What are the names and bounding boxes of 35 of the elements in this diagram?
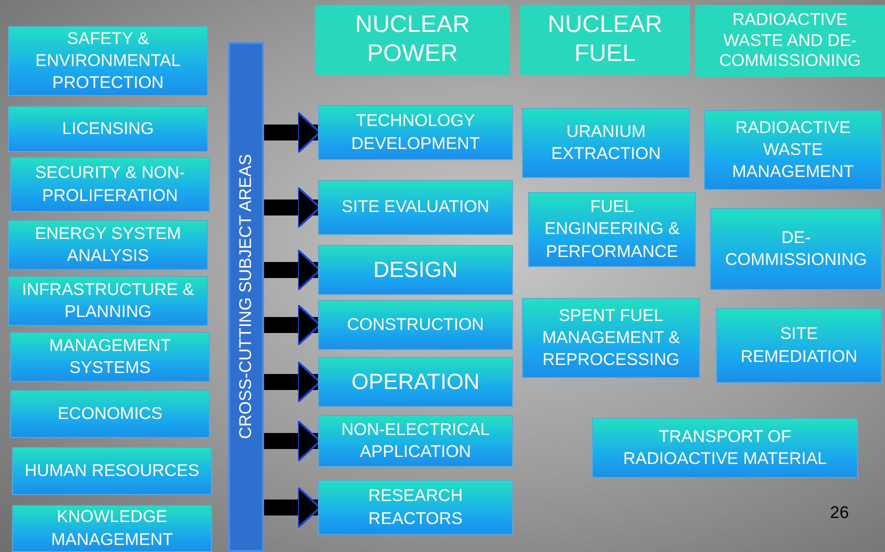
topic-box: SITE REMEDIATION (716, 308, 882, 383)
topic-box: ECONOMICS (10, 390, 210, 438)
topic-box: SPENT FUEL MANAGEMENT & REPROCESSING (522, 298, 700, 378)
block-arrow (264, 361, 321, 403)
vertical-bar: CROSS-CUTTING SUBJECT AREAS (228, 42, 264, 552)
topic-box: TRANSPORT OF RADIOACTIVE MATERIAL (592, 418, 858, 478)
column-header: NUCLEAR FUEL (520, 5, 690, 75)
topic-box: OPERATION (318, 357, 513, 407)
column-header: NUCLEAR POWER (315, 5, 510, 75)
topic-box: SAFETY & ENVIRONMENTAL PROTECTION (8, 26, 208, 96)
topic-box: INFRASTRUCTURE & PLANNING (8, 276, 208, 326)
topic-box: FUEL ENGINEERING & PERFORMANCE (528, 192, 696, 267)
topic-box: NON-ELECTRICAL APPLICATION (318, 415, 513, 467)
topic-box: KNOWLEDGE MANAGEMENT (12, 505, 212, 552)
column-header: RADIOACTIVE WASTE AND DE-COMMISSIONING (695, 5, 885, 77)
block-arrow (264, 486, 321, 528)
block-arrow (264, 304, 321, 346)
block-arrow (264, 112, 321, 154)
topic-box: TECHNOLOGY DEVELOPMENT (318, 105, 513, 160)
topic-box: LICENSING (8, 106, 208, 152)
topic-box: SITE EVALUATION (318, 180, 513, 235)
topic-box: URANIUM EXTRACTION (522, 108, 690, 178)
page-number: 26 (830, 503, 849, 523)
topic-box: RADIOACTIVE WASTE MANAGEMENT (704, 110, 882, 190)
topic-box: ENERGY SYSTEM ANALYSIS (8, 220, 208, 270)
topic-box: RESEARCH REACTORS (318, 480, 513, 535)
topic-box: DE-COMMISSIONING (710, 208, 882, 290)
block-arrow (264, 249, 321, 291)
topic-box: HUMAN RESOURCES (12, 447, 212, 495)
block-arrow (264, 420, 321, 462)
block-arrow (264, 186, 321, 228)
topic-box: SECURITY & NON-PROLIFERATION (10, 157, 210, 212)
topic-box: MANAGEMENT SYSTEMS (10, 332, 210, 382)
topic-box: DESIGN (318, 245, 513, 295)
topic-box: CONSTRUCTION (318, 300, 513, 350)
